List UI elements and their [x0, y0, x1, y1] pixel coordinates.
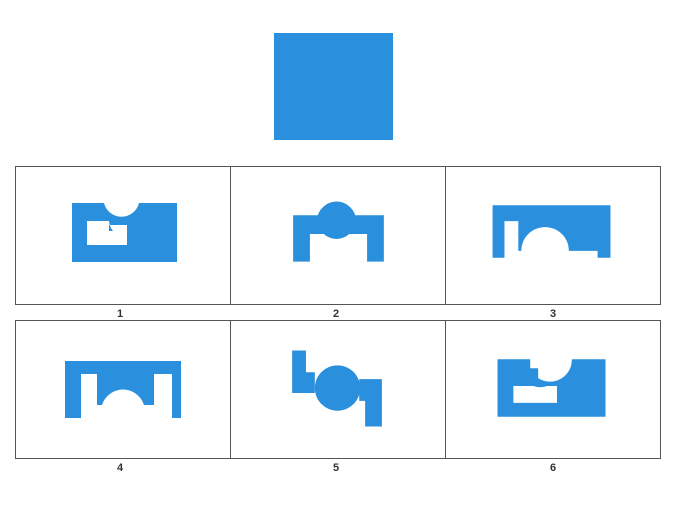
option-cell-5[interactable]: [231, 321, 446, 458]
option-shape-1: [72, 203, 177, 262]
option-cell-4[interactable]: [16, 321, 231, 458]
option-cell-2[interactable]: [231, 167, 446, 304]
option-label-6: 6: [549, 462, 557, 474]
options-row-1: [15, 166, 661, 305]
option-shape-6: [497, 359, 606, 417]
option-shape-4: [65, 361, 181, 418]
option-cell-3[interactable]: [446, 167, 660, 304]
options-row-2: [15, 320, 661, 459]
option-cell-1[interactable]: [16, 167, 231, 304]
option-label-2: 2: [332, 308, 340, 320]
option-shape-2: [293, 201, 384, 262]
option-label-1: 1: [116, 308, 124, 320]
target-square: [274, 33, 393, 140]
option-shape-5: [292, 350, 382, 427]
option-shape-3: [492, 205, 611, 258]
option-label-5: 5: [332, 462, 340, 474]
option-label-3: 3: [549, 308, 557, 320]
option-cell-6[interactable]: [446, 321, 660, 458]
option-label-4: 4: [116, 462, 124, 474]
